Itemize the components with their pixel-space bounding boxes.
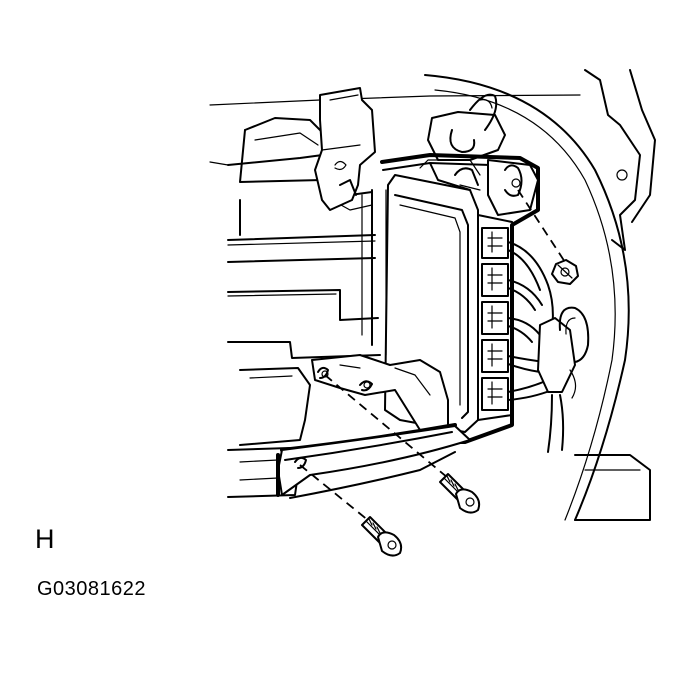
upper-right-bracket bbox=[427, 93, 506, 161]
bolt-icon bbox=[361, 516, 403, 557]
wire-harness bbox=[507, 241, 590, 453]
view-label: H bbox=[35, 524, 55, 554]
figure-code: G03081622 bbox=[37, 578, 147, 600]
connector bbox=[481, 301, 509, 335]
connector bbox=[481, 263, 509, 297]
bolt-icon bbox=[439, 473, 481, 514]
connector-bank bbox=[481, 227, 509, 411]
instrument-panel-structure bbox=[209, 69, 656, 521]
connector bbox=[481, 227, 509, 259]
connector bbox=[481, 377, 509, 411]
nut-icon bbox=[551, 259, 579, 285]
lower-bracket bbox=[276, 354, 471, 499]
connector bbox=[481, 339, 509, 373]
upper-bracket bbox=[314, 87, 376, 211]
